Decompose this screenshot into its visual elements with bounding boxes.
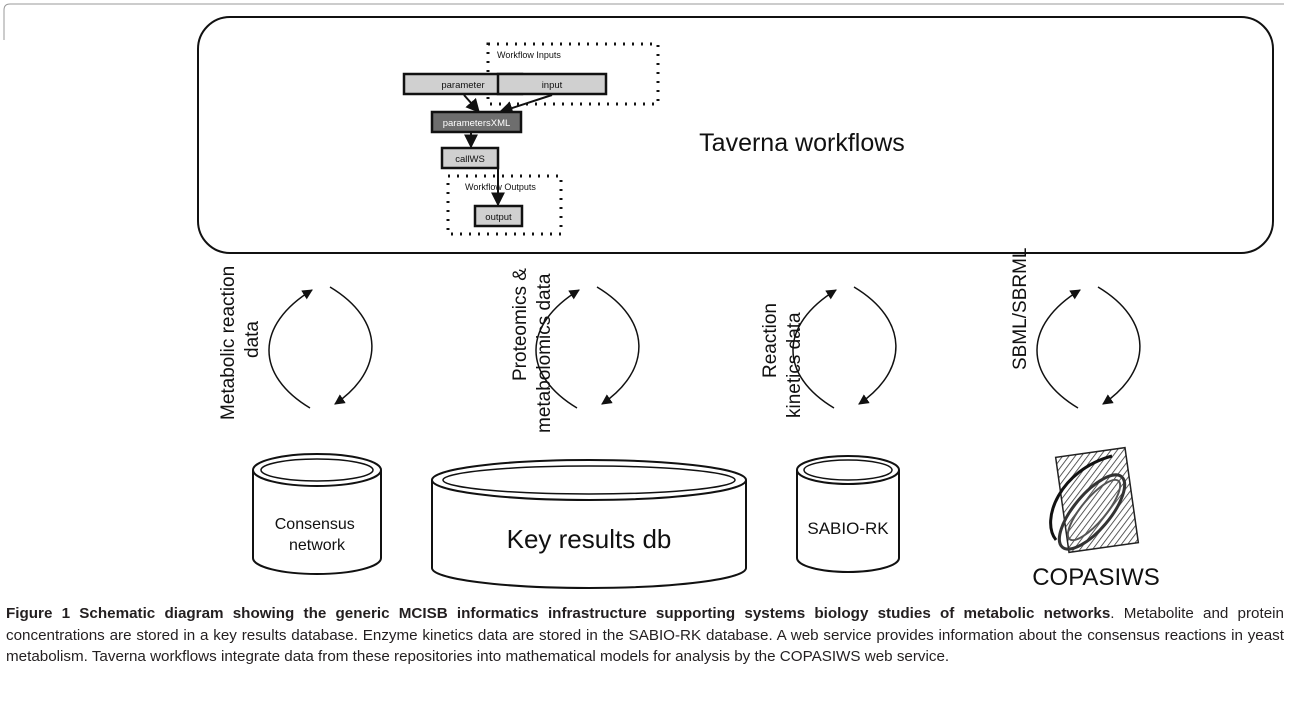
infrastructure-diagram: Workflow Inputs Workflow Outputs paramet… [3, 3, 1284, 591]
workflow-outputs-label: Workflow Outputs [465, 182, 536, 192]
arrow-up-sbml [1036, 289, 1081, 409]
copasiws-label: COPASIWS [1032, 564, 1160, 591]
figure-frame [3, 3, 1284, 40]
database-consensus: Consensus network [252, 453, 382, 575]
connector-parameter-to-xml [463, 94, 480, 114]
connector-input-to-xml [498, 94, 553, 115]
exchange-metabolic: Metabolic reaction data [218, 261, 373, 420]
figure-caption: Figure 1 Schematic diagram showing the g… [6, 603, 1284, 668]
svg-text:input: input [542, 80, 563, 91]
arrow-down-metabolic [329, 286, 373, 405]
arrow-down-sbml [1097, 286, 1141, 405]
exchange-omics: Proteomics & metabolomics data [510, 263, 640, 433]
svg-text:parameter: parameter [441, 80, 484, 91]
database-sabio-rk: SABIO-RK [796, 455, 900, 573]
exchange-label-kinetics: Reaction kinetics data [760, 298, 805, 418]
arrow-up-metabolic [268, 289, 313, 409]
svg-text:output: output [485, 212, 512, 223]
database-label-consensus: Consensus network [275, 516, 360, 554]
node-callws: callWS [440, 146, 500, 170]
database-key-results: Key results db [431, 459, 747, 589]
copasiws-logo: COPASIWS [1032, 446, 1160, 591]
node-output: output [473, 204, 524, 228]
arrow-up-omics [535, 289, 580, 409]
arrow-down-omics [596, 286, 640, 405]
exchange-sbml: SBML/SBRML [1010, 248, 1141, 409]
database-label-key-results: Key results db [507, 524, 672, 554]
exchange-label-omics: Proteomics & metabolomics data [510, 263, 555, 433]
database-label-sabio-rk: SABIO-RK [807, 519, 889, 538]
svg-text:callWS: callWS [455, 154, 485, 165]
node-input: input [496, 72, 608, 96]
arrow-down-kinetics [853, 286, 897, 405]
exchange-label-sbml: SBML/SBRML [1010, 248, 1031, 370]
svg-text:parametersXML: parametersXML [443, 118, 511, 129]
exchange-kinetics: Reaction kinetics data [760, 286, 897, 418]
workflow-panel: Workflow Inputs Workflow Outputs paramet… [197, 16, 1274, 254]
workflow-inputs-group [486, 42, 660, 106]
node-parametersxml: parametersXML [430, 110, 523, 134]
workflow-inputs-label: Workflow Inputs [497, 50, 561, 60]
workflow-panel-title: Taverna workflows [699, 129, 905, 157]
caption-title: Figure 1 Schematic diagram showing the g… [6, 605, 1111, 622]
arrow-up-kinetics [792, 289, 837, 409]
exchange-label-metabolic: Metabolic reaction data [218, 261, 263, 420]
caption-body: . Metabolite and protein concentrations … [6, 605, 1284, 665]
